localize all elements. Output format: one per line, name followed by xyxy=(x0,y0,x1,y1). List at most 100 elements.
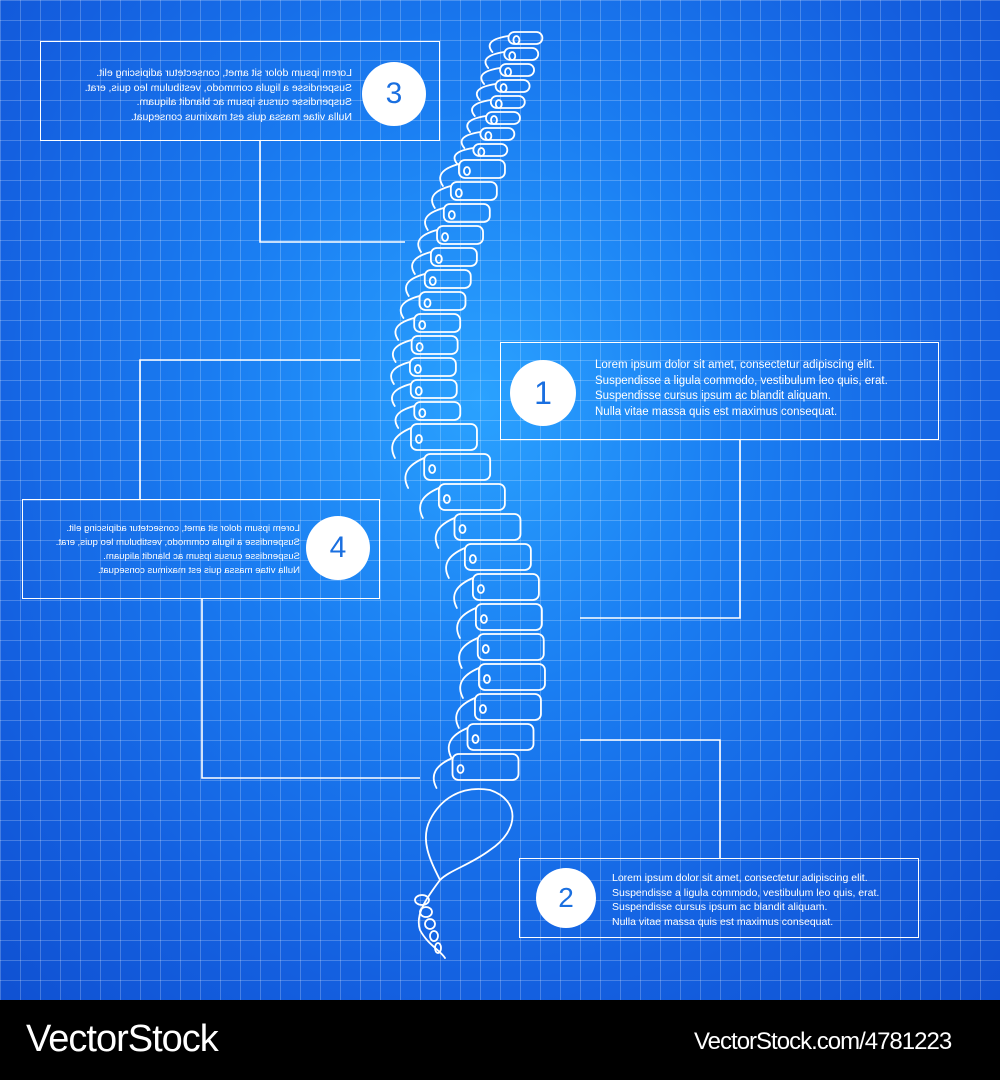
foramen xyxy=(428,276,437,286)
spinous-process xyxy=(471,99,492,117)
spinous-process xyxy=(431,185,452,209)
vertebra xyxy=(436,225,484,245)
callout-text-line: Nulla vitae massa quis est maximus conse… xyxy=(612,915,834,928)
vertebra xyxy=(410,423,478,451)
callout-text-line: Lorem ipsum dolor sit amet, consectetur … xyxy=(96,67,352,79)
spinous-process xyxy=(488,35,510,53)
spinous-process xyxy=(453,577,474,609)
vertebra xyxy=(474,693,542,721)
leader-lines xyxy=(139,140,741,858)
foramen xyxy=(418,408,427,418)
spinous-process xyxy=(405,273,426,297)
blueprint-grid xyxy=(0,0,1000,1000)
coccyx-segment xyxy=(414,894,430,906)
foramen xyxy=(471,734,480,744)
foramen xyxy=(458,524,467,534)
foramen xyxy=(423,298,432,308)
spinous-process xyxy=(458,637,479,669)
callout-box-4 xyxy=(22,499,380,599)
callout-text-1: Lorem ipsum dolor sit amet, consectetur … xyxy=(595,359,888,421)
spinous-process xyxy=(432,757,454,789)
spinous-process xyxy=(459,667,480,699)
vertebra xyxy=(503,47,540,61)
spinous-process xyxy=(404,457,426,489)
callout-badge-2: 2 xyxy=(536,868,596,928)
vertebra xyxy=(437,483,506,511)
foramen xyxy=(484,131,493,141)
foramen xyxy=(512,35,521,45)
foramen xyxy=(456,764,465,774)
spinous-process xyxy=(424,207,445,231)
spinous-process xyxy=(391,427,412,459)
spinous-process xyxy=(411,251,432,275)
callout-text-line: Lorem ipsum dolor sit amet, consectetur … xyxy=(66,523,300,534)
vertebra xyxy=(474,603,543,631)
coccyx-segment xyxy=(424,918,436,930)
foramen xyxy=(483,674,491,684)
spinous-process xyxy=(417,229,438,253)
foramen xyxy=(479,704,487,714)
spinous-process xyxy=(390,361,411,385)
spine-illustration xyxy=(390,31,546,959)
vertebra xyxy=(507,31,544,45)
leader-line-1 xyxy=(580,440,741,619)
callout-box-1 xyxy=(500,342,939,440)
vertebra xyxy=(413,313,462,333)
foramen xyxy=(415,434,423,444)
spinous-process xyxy=(399,295,421,319)
callout-text-line: Nulla vitae massa quis est maximus conse… xyxy=(97,565,300,576)
leader-line-4b xyxy=(201,598,420,779)
coccyx-segment xyxy=(429,930,439,942)
foramen xyxy=(415,342,424,352)
spinous-process xyxy=(419,487,440,519)
spinous-process xyxy=(445,547,466,579)
vertebra xyxy=(472,143,509,157)
coccyx-segment xyxy=(434,942,442,954)
spinous-process xyxy=(447,727,469,759)
spinous-process xyxy=(394,405,416,429)
vertebra xyxy=(485,111,521,125)
spinous-process xyxy=(434,517,456,549)
watermark-bar: VectorStock VectorStock.com/4781223 xyxy=(0,1000,1000,1080)
foramen xyxy=(447,210,456,220)
callout-text-line: Lorem ipsum dolor sit amet, consectetur … xyxy=(612,872,868,884)
foramen xyxy=(434,254,443,264)
leader-line-2 xyxy=(580,739,721,858)
vertebra xyxy=(453,513,522,541)
spinous-process xyxy=(484,51,506,69)
spinous-process xyxy=(455,697,476,729)
vertebra xyxy=(476,633,545,661)
foramen xyxy=(476,584,485,594)
callout-text-line: Nulla vitae massa quis est maximus conse… xyxy=(130,110,352,123)
vertebra xyxy=(463,543,532,571)
vertebra xyxy=(442,203,491,223)
callout-box-3 xyxy=(40,41,440,141)
spinous-process xyxy=(456,607,477,639)
foramen xyxy=(479,614,488,624)
spine-diagram xyxy=(139,31,741,959)
vertebra xyxy=(409,379,458,399)
vertebra xyxy=(479,127,516,141)
watermark-id: VectorStock.com/4781223 xyxy=(694,1028,952,1055)
spinous-process xyxy=(391,383,412,407)
vertebra xyxy=(489,95,526,109)
vertebra xyxy=(408,357,457,377)
callout-text-line: Nulla vitae massa quis est maximus conse… xyxy=(595,405,838,418)
callout-text-line: Suspendisse a ligula commodo, vestibulum… xyxy=(55,537,300,548)
blueprint-background: 1 Lorem ipsum dolor sit amet, consectetu… xyxy=(0,0,1000,1000)
vertebra xyxy=(499,63,535,77)
vertebra xyxy=(410,335,459,355)
spinous-process xyxy=(439,163,460,187)
callout-box-2 xyxy=(519,858,919,938)
leader-line-3 xyxy=(259,140,405,243)
foramen xyxy=(481,644,490,654)
callout-text-line: Suspendisse cursus ipsum ac blandit aliq… xyxy=(595,390,831,402)
vertebra xyxy=(449,181,498,201)
foramen xyxy=(490,115,498,125)
callout-text-line: Suspendisse a ligula commodo, vestibulum… xyxy=(84,81,352,94)
vertebra xyxy=(494,79,531,93)
callout-text-line: Suspendisse a ligula commodo, vestibulum… xyxy=(595,374,888,387)
coccyx-segment xyxy=(419,906,433,918)
vertebra xyxy=(423,269,472,289)
callout-badge-3: 3 xyxy=(362,62,426,126)
